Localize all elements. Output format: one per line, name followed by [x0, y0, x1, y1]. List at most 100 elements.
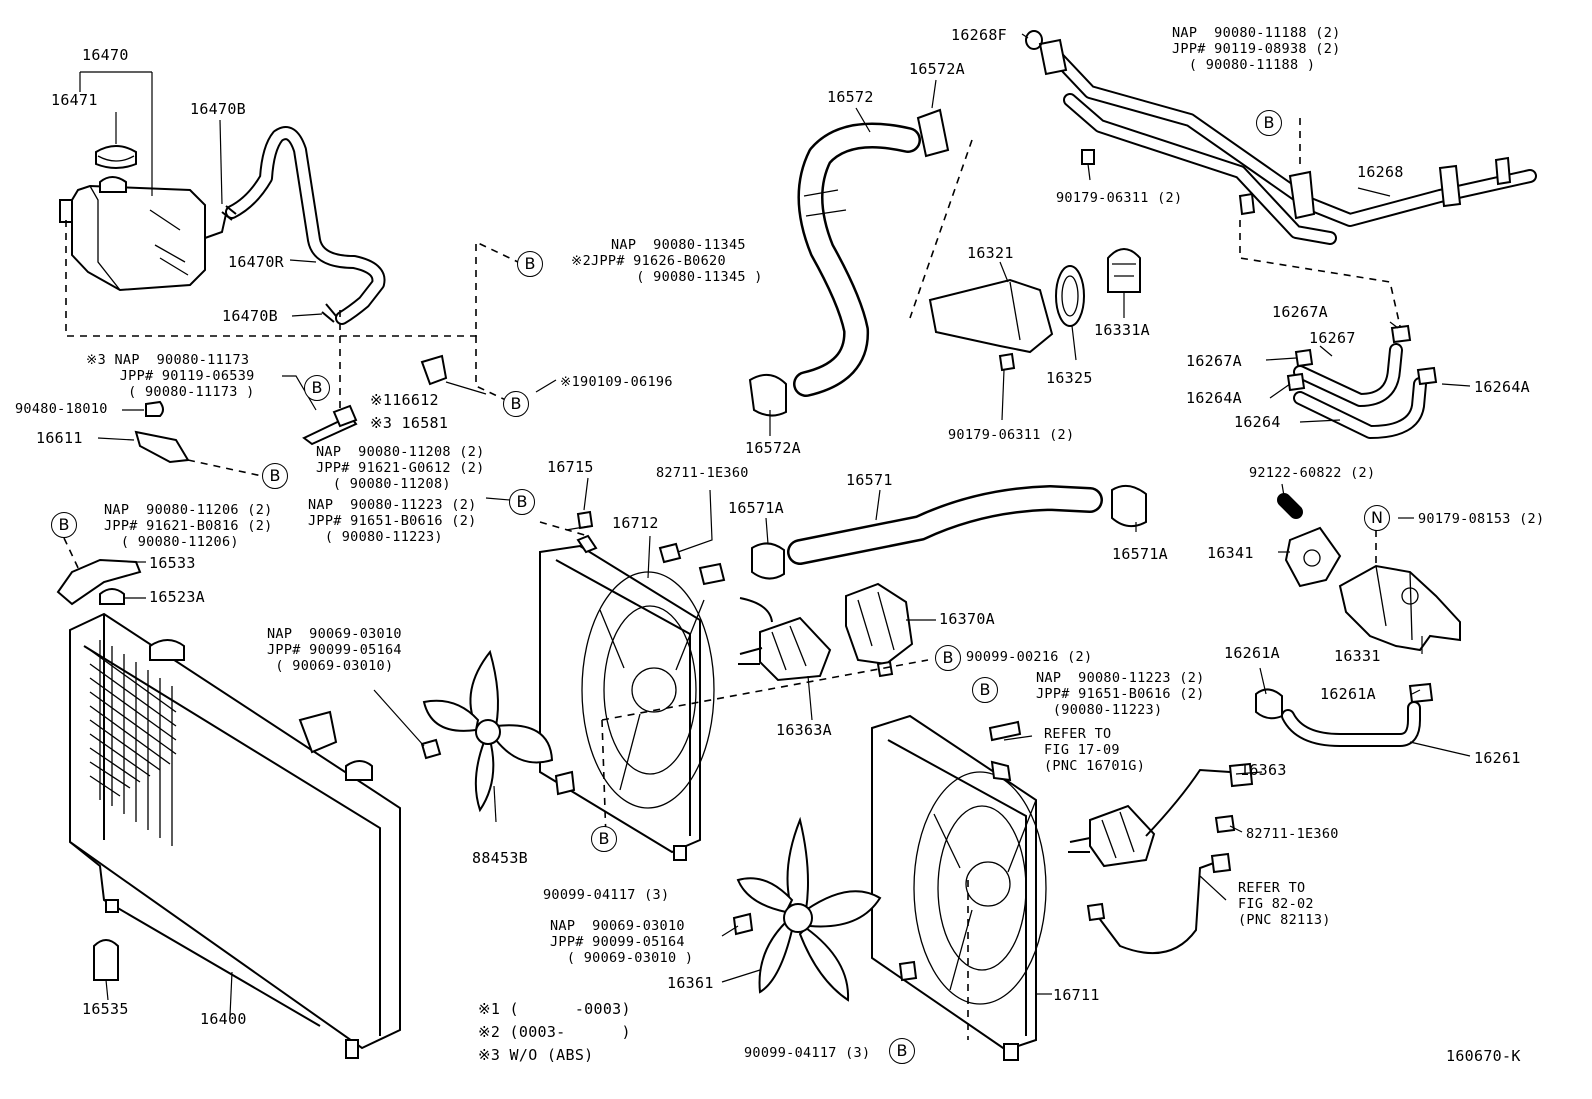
part-label-16321: 16321 — [967, 244, 1014, 262]
part-label-16264A-right: 16264A — [1474, 378, 1530, 396]
stud-92122 — [1277, 493, 1303, 519]
gasket-16341 — [1284, 526, 1342, 588]
hose-16261 — [1281, 701, 1421, 747]
bypass-hose-16267 — [1293, 343, 1403, 407]
dashed-link-shroud — [601, 659, 929, 841]
part-label-16572A-top: 16572A — [909, 60, 965, 78]
callout-badge-b-11208: B — [262, 463, 288, 489]
clamp-82711-bottom — [1214, 814, 1236, 834]
clip-90069-bottom — [732, 912, 754, 936]
hose-clip-16470B-bottom — [321, 303, 337, 323]
ref-label-90099-04117-left: 90099-04117 (3) — [543, 887, 670, 903]
dashed-link-16715 — [539, 521, 589, 537]
water-inlet-16331 — [1338, 564, 1461, 652]
nap-group-11208: NAP 90080-11208 (2)JPP# 91621-G0612 (2) … — [316, 444, 485, 492]
part-label-16331: 16331 — [1334, 647, 1381, 665]
clip-90069-left — [420, 738, 442, 760]
clamp-16264A-left — [1286, 372, 1306, 392]
part-label-16535: 16535 — [82, 1000, 129, 1018]
nap-group-hose-b: NAP 90080-11345※2JPP# 91626-B0620 ( 9008… — [571, 237, 763, 285]
part-label-16470: 16470 — [82, 46, 129, 64]
part-label-16581: ※3 16581 — [370, 414, 449, 432]
callout-badge-b-clip: B — [304, 375, 330, 401]
connector-harness-a — [1086, 902, 1106, 922]
label-plate — [988, 720, 1022, 742]
nap-group-clip-3: ※3 NAP 90080-11173 JPP# 90119-06539 ( 90… — [86, 352, 255, 400]
part-label-16267: 16267 — [1309, 329, 1356, 347]
fan-motor-16363A — [738, 597, 832, 682]
callout-badge-b-bolt: B — [503, 391, 529, 417]
hose-clamp-16571A-left — [751, 542, 785, 580]
callout-badge-b-04117-bottom: B — [889, 1038, 915, 1064]
connector-left — [698, 562, 726, 586]
label-bracket-16470 — [79, 71, 153, 196]
part-label-16267A-top: 16267A — [1272, 303, 1328, 321]
clip-16581 — [332, 404, 358, 428]
part-label-16363: 16363 — [1240, 761, 1287, 779]
part-label-16715: 16715 — [547, 458, 594, 476]
fan-shroud-16712 — [539, 534, 715, 861]
part-label-16571A-left: 16571A — [728, 499, 784, 517]
ref-label-90179-08153: 90179-08153 (2) — [1418, 511, 1545, 527]
fan-motor-16363 — [1068, 768, 1231, 868]
clamp-16267A-top — [1390, 324, 1412, 344]
grommet-90480-18010 — [145, 400, 164, 417]
reservoir-tank-16470 — [59, 176, 227, 292]
reservoir-hose-16470R — [225, 126, 386, 325]
part-label-16400: 16400 — [200, 1010, 247, 1028]
clamp-16264A-right — [1416, 366, 1438, 386]
connector-harness-b — [1210, 852, 1232, 874]
hose-clamp-16572A-bottom — [748, 373, 787, 417]
bypass-hose-16264 — [1293, 377, 1427, 439]
dashed-link-hose-upper — [909, 139, 973, 319]
clamp-82711-top — [658, 542, 682, 564]
fan-blade-16361 — [736, 816, 882, 1002]
retainer-16715 — [576, 510, 594, 530]
part-label-16325: 16325 — [1046, 369, 1093, 387]
ref-label-82711-1E360-bottom: 82711-1E360 — [1246, 826, 1339, 842]
part-label-16261A-left: 16261A — [1224, 644, 1280, 662]
part-label-16331A: 16331A — [1094, 321, 1150, 339]
part-label-16261A-right: 16261A — [1320, 685, 1376, 703]
thermostat-16331A — [1107, 248, 1141, 293]
wire-harness — [1095, 859, 1223, 955]
part-label-16571: 16571 — [846, 471, 893, 489]
clamp-16261A-left — [1255, 688, 1283, 720]
reservoir-cap-16471 — [95, 145, 137, 169]
part-label-16523A: 16523A — [149, 588, 205, 606]
hose-clamp-16572A-top — [916, 108, 950, 158]
part-label-16470R: 16470R — [228, 253, 284, 271]
hose-clip-16470B-top — [221, 205, 237, 221]
radiator-16400 — [69, 612, 401, 1059]
ref-label-90480-18010: 90480-18010 — [15, 401, 108, 417]
ref-label-92122-60822: 92122-60822 (2) — [1249, 465, 1376, 481]
part-label-88453B: 88453B — [472, 849, 528, 867]
callout-badge-b-hose: B — [517, 251, 543, 277]
dashed-link-bolt — [475, 336, 511, 403]
clamp-16267A-mid — [1294, 348, 1314, 368]
part-label-16470B-top: 16470B — [190, 100, 246, 118]
part-label-16370A: 16370A — [939, 610, 995, 628]
part-label-16571A-right: 16571A — [1112, 545, 1168, 563]
nap-group-11223-left: NAP 90080-11223 (2)JPP# 91651-B0616 (2) … — [308, 497, 477, 545]
nut-90179-top — [1081, 149, 1095, 165]
part-label-16341: 16341 — [1207, 544, 1254, 562]
part-label-16711: 16711 — [1053, 986, 1100, 1004]
ref-label-90099-00216: 90099-00216 (2) — [966, 649, 1093, 665]
part-label-16470B-bottom: 16470B — [222, 307, 278, 325]
ref-label-82711-1E360-top: 82711-1E360 — [656, 465, 749, 481]
part-label-16264: 16264 — [1234, 413, 1281, 431]
nap-group-top-right: NAP 90080-11188 (2)JPP# 90119-08938 (2) … — [1172, 25, 1341, 73]
callout-badge-b-11206: B — [51, 512, 77, 538]
clamp-16261A-right — [1408, 682, 1434, 704]
leader-lines — [97, 33, 1471, 1053]
nut-90179-mid — [998, 352, 1016, 372]
upper-hose-16572 — [793, 122, 921, 397]
gasket-16325 — [1055, 265, 1085, 327]
part-label-16572: 16572 — [827, 88, 874, 106]
